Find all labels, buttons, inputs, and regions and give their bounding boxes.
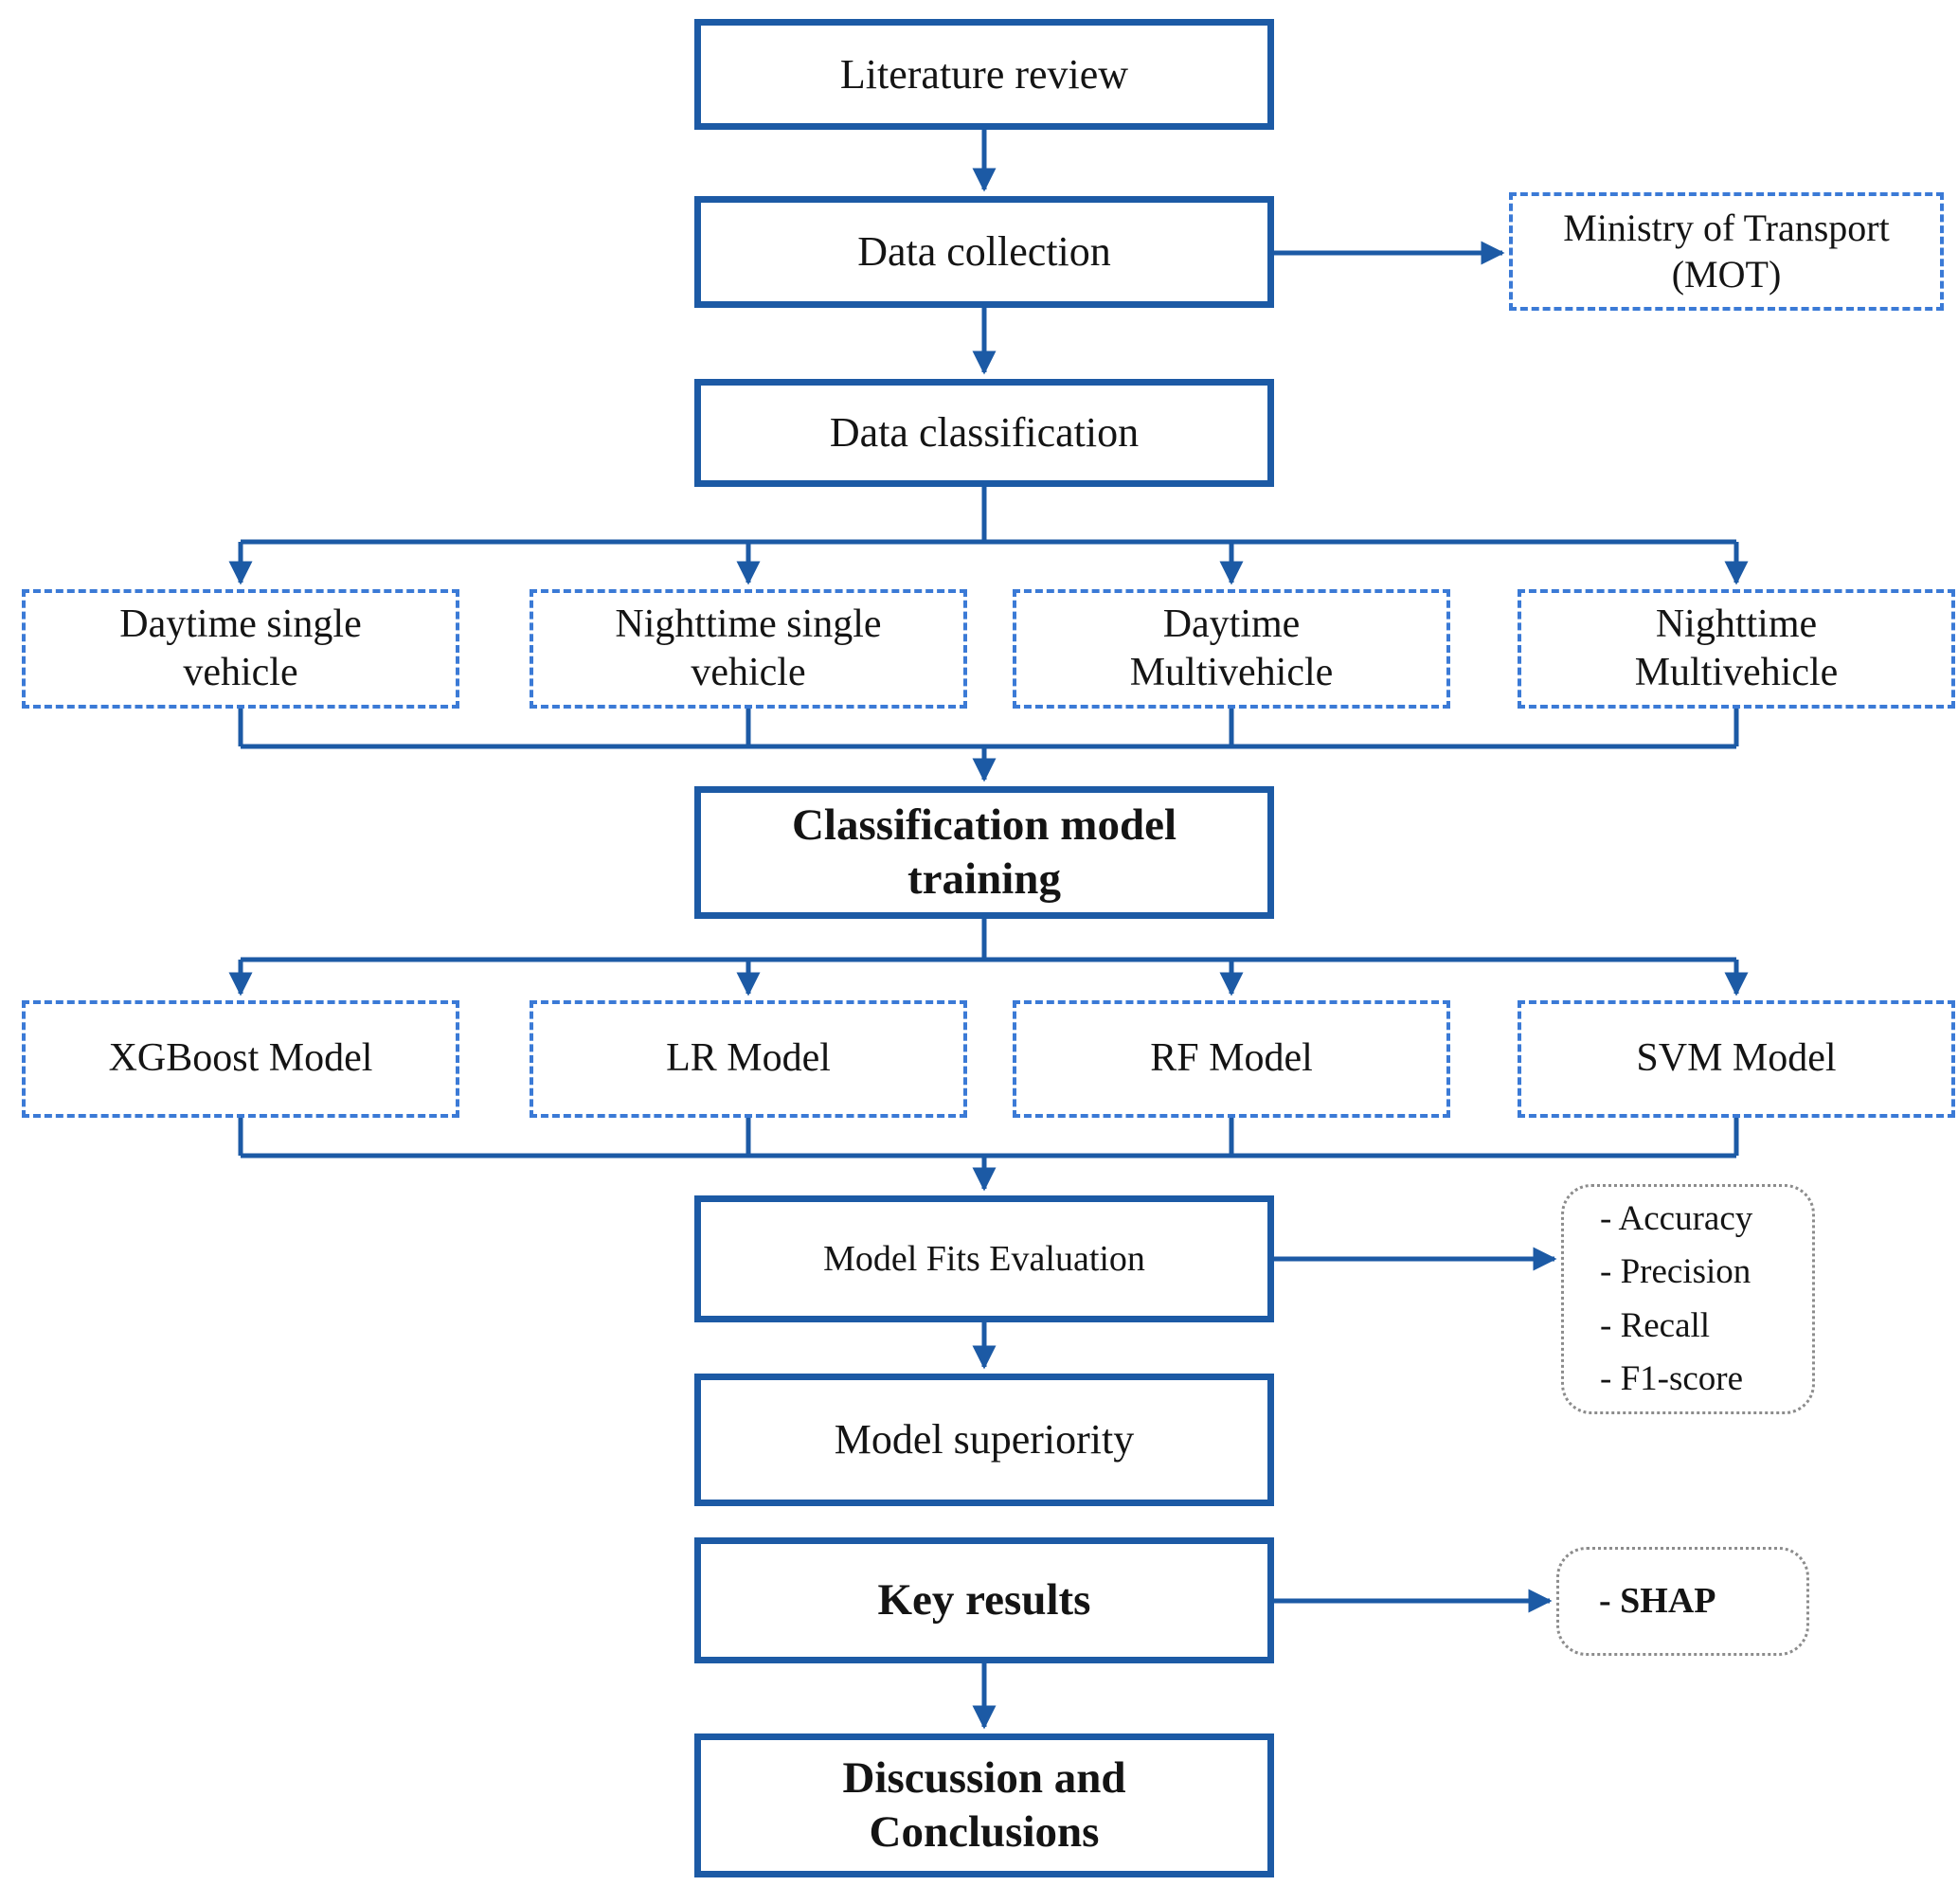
branch-classification-to-categories: [228, 487, 1749, 585]
node-classification-model-training-label: Classification model training: [791, 799, 1177, 904]
node-data-classification-label: Data classification: [829, 409, 1140, 457]
node-ministry-of-transport: Ministry of Transport (MOT): [1509, 192, 1944, 311]
node-model-fits-evaluation-label: Model Fits Evaluation: [823, 1238, 1145, 1279]
node-literature-review-label: Literature review: [839, 50, 1129, 98]
node-daytime-multivehicle-label: Daytime Multivehicle: [1129, 602, 1334, 694]
node-nighttime-multivehicle-label: Nighttime Multivehicle: [1634, 602, 1839, 694]
node-daytime-single-vehicle-label: Daytime single vehicle: [119, 602, 362, 694]
node-svm-model-label: SVM Model: [1636, 1036, 1837, 1081]
node-rf-model: RF Model: [1013, 1000, 1450, 1118]
node-nighttime-single-vehicle-label: Nighttime single vehicle: [615, 602, 882, 694]
node-data-classification: Data classification: [694, 379, 1274, 487]
node-daytime-multivehicle: Daytime Multivehicle: [1013, 589, 1450, 709]
node-key-results: Key results: [694, 1537, 1274, 1663]
merge-categories-to-training: [238, 709, 1739, 782]
node-ministry-of-transport-label: Ministry of Transport (MOT): [1563, 206, 1890, 296]
node-model-fits-evaluation: Model Fits Evaluation: [694, 1195, 1274, 1322]
node-data-collection-label: Data collection: [857, 228, 1111, 276]
node-lr-model-label: LR Model: [666, 1036, 831, 1081]
node-classification-model-training: Classification model training: [694, 786, 1274, 919]
node-lr-model: LR Model: [530, 1000, 967, 1118]
merge-models-to-evaluation: [238, 1118, 1739, 1192]
node-discussion-and-conclusions: Discussion and Conclusions: [694, 1733, 1274, 1877]
node-nighttime-single-vehicle: Nighttime single vehicle: [530, 589, 967, 709]
node-model-superiority: Model superiority: [694, 1374, 1274, 1506]
node-xgboost-model-label: XGBoost Model: [108, 1036, 373, 1081]
node-shap-label: - SHAP: [1599, 1581, 1716, 1622]
node-rf-model-label: RF Model: [1150, 1036, 1313, 1081]
node-key-results-label: Key results: [877, 1574, 1091, 1625]
node-literature-review: Literature review: [694, 19, 1274, 130]
node-evaluation-metrics: - Accuracy - Precision - Recall - F1-sco…: [1561, 1184, 1815, 1414]
node-discussion-and-conclusions-label: Discussion and Conclusions: [842, 1752, 1126, 1857]
node-data-collection: Data collection: [694, 196, 1274, 308]
branch-training-to-models: [228, 919, 1749, 997]
node-nighttime-multivehicle: Nighttime Multivehicle: [1518, 589, 1955, 709]
node-svm-model: SVM Model: [1518, 1000, 1955, 1118]
node-model-superiority-label: Model superiority: [834, 1416, 1135, 1464]
node-daytime-single-vehicle: Daytime single vehicle: [22, 589, 459, 709]
node-evaluation-metrics-list: - Accuracy - Precision - Recall - F1-sco…: [1600, 1199, 1753, 1398]
node-shap: - SHAP: [1556, 1547, 1809, 1656]
node-xgboost-model: XGBoost Model: [22, 1000, 459, 1118]
